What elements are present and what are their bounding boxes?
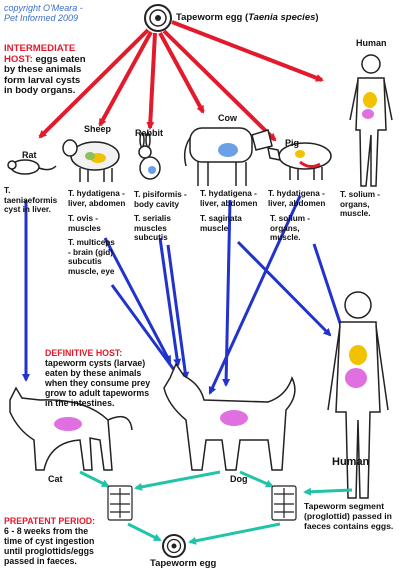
pig-species-label-2: T. solium - organs, muscle. [270, 214, 311, 242]
red-arrows [38, 20, 324, 142]
rabbit-name: Rabbit [135, 128, 163, 138]
rabbit-species-label-1: T. pisiformis - body cavity [134, 190, 187, 209]
copyright-line-1: copyright O'Meara - [4, 3, 83, 13]
human-top-name: Human [356, 38, 387, 48]
sheep-species-label-1: T. hydatigena - liver, abdomen [68, 189, 126, 208]
rat-name: Rat [22, 150, 37, 160]
human-species-label: T. solium - organs, muscle. [340, 190, 381, 218]
intermediate-host-block: INTERMEDIATE HOST: eggs eaten by these a… [4, 43, 86, 97]
human-bottom-icon [327, 291, 389, 499]
rabbit-species-label-2: T. serialis muscles subcutis [134, 214, 171, 242]
pig-species-label-1: T. hydatigena - liver, abdomen [268, 189, 326, 208]
cow-name: Cow [218, 113, 237, 123]
proglottid-left-icon [107, 485, 133, 521]
tapeworm-egg-bottom-icon [162, 534, 186, 558]
rabbit-icon [138, 132, 161, 180]
pig-name: Pig [285, 138, 300, 148]
rat-species-label: T. taeniaeformis cyst in liver. [4, 186, 58, 214]
cat-icon [9, 386, 133, 471]
cow-species-label-1: T. hydatigena - liver, abdomen [200, 189, 258, 208]
cow-species-label-2: T. saginata muscle [200, 214, 242, 233]
sheep-name: Sheep [84, 124, 112, 134]
sheep-icon [62, 139, 120, 182]
segment-label: Tapeworm segment (proglottid) passed in … [304, 501, 394, 531]
sheep-species-label-2: T. ovis - muscles [68, 214, 101, 233]
cat-name: Cat [48, 474, 63, 484]
prepatent-period-block: PREPATENT PERIOD: 6 - 8 weeks from the t… [4, 516, 96, 566]
sheep-species-label-3: T. multiceps - brain (gid) subcutis musc… [68, 238, 115, 276]
egg-bottom-label: Tapeworm egg [150, 558, 217, 569]
human-top-icon [349, 54, 393, 187]
copyright-line-2: Pet Informed 2009 [4, 13, 79, 23]
egg-top-label: Tapeworm egg (Taenia species) [176, 12, 319, 23]
copyright-text: copyright O'Meara - Pet Informed 2009 [4, 3, 83, 23]
teal-arrows [79, 470, 353, 545]
cow-icon [183, 127, 273, 186]
proglottid-right-icon [271, 485, 297, 521]
dog-icon [163, 362, 296, 471]
blue-arrows [22, 195, 347, 395]
tapeworm-egg-top-icon [144, 4, 172, 32]
pig-icon [267, 142, 332, 180]
human-bottom-name: Human [332, 456, 370, 468]
definitive-host-block: DEFINITIVE HOST: tapeworm cysts (larvae)… [45, 348, 151, 408]
rat-icon [7, 159, 57, 175]
dog-name: Dog [230, 474, 248, 484]
